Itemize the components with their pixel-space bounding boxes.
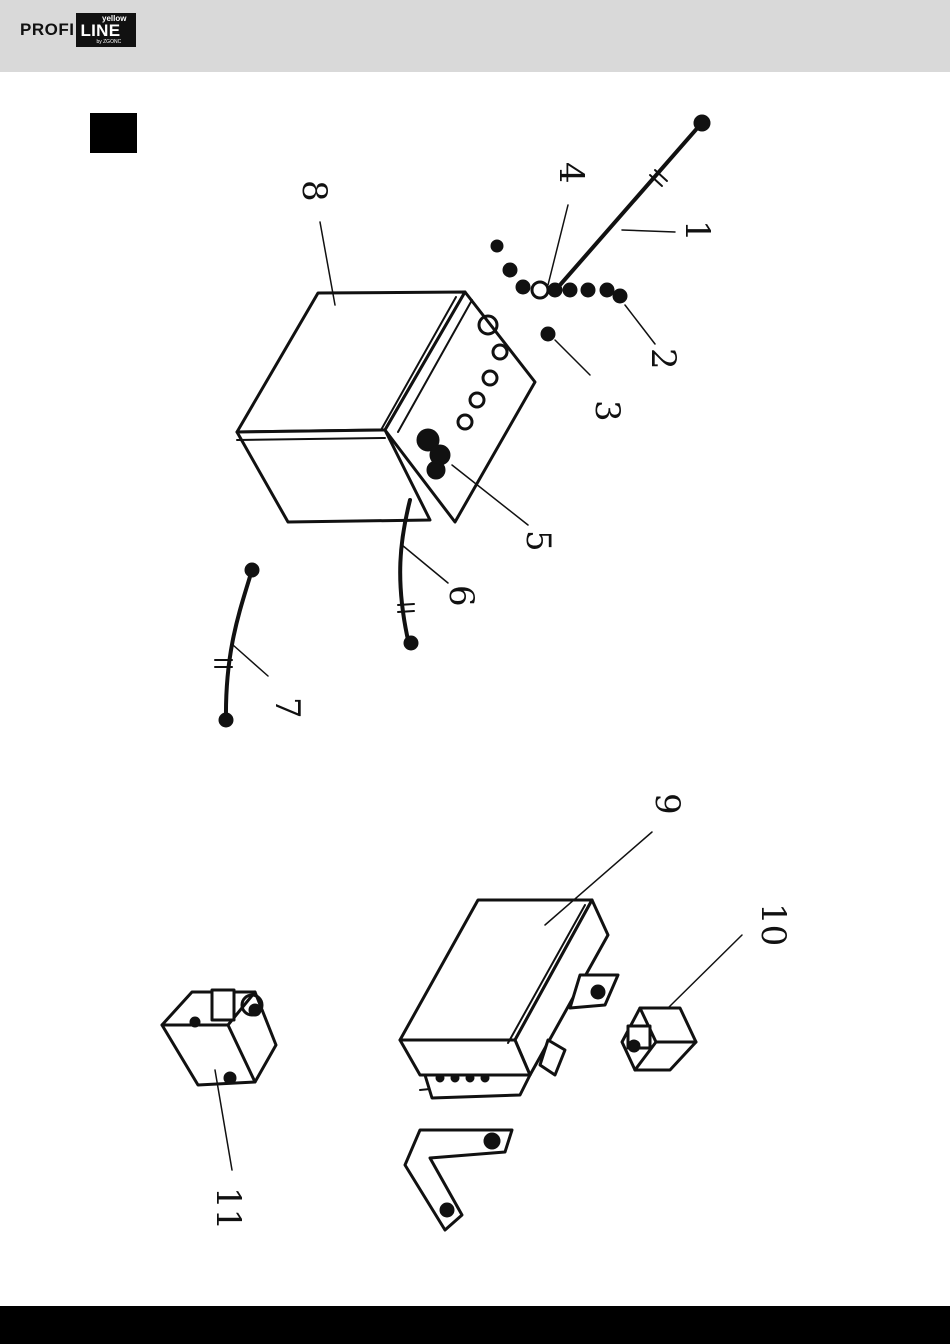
cable-part-7 (215, 564, 258, 726)
bolt-nut-parts-2-3-4 (492, 241, 626, 340)
callout-4: 4 (551, 162, 591, 184)
callout-9: 9 (647, 793, 687, 815)
page-footer-bar (0, 1306, 950, 1344)
switch-part-11 (162, 990, 276, 1085)
callout-10: 10 (753, 903, 793, 946)
housing-part-9 (400, 900, 618, 1230)
cable-part-1 (560, 116, 709, 285)
callout-5: 5 (518, 530, 558, 552)
callout-3: 3 (587, 400, 627, 422)
callout-6: 6 (441, 585, 481, 607)
cable-part-6 (398, 500, 417, 649)
callout-7: 7 (267, 697, 307, 719)
callout-1: 1 (677, 220, 717, 242)
battery-part-8 (237, 292, 535, 522)
callout-11: 11 (208, 1187, 248, 1230)
callout-2: 2 (643, 348, 683, 370)
callout-8: 8 (294, 180, 334, 202)
relay-part-10 (622, 1008, 696, 1070)
